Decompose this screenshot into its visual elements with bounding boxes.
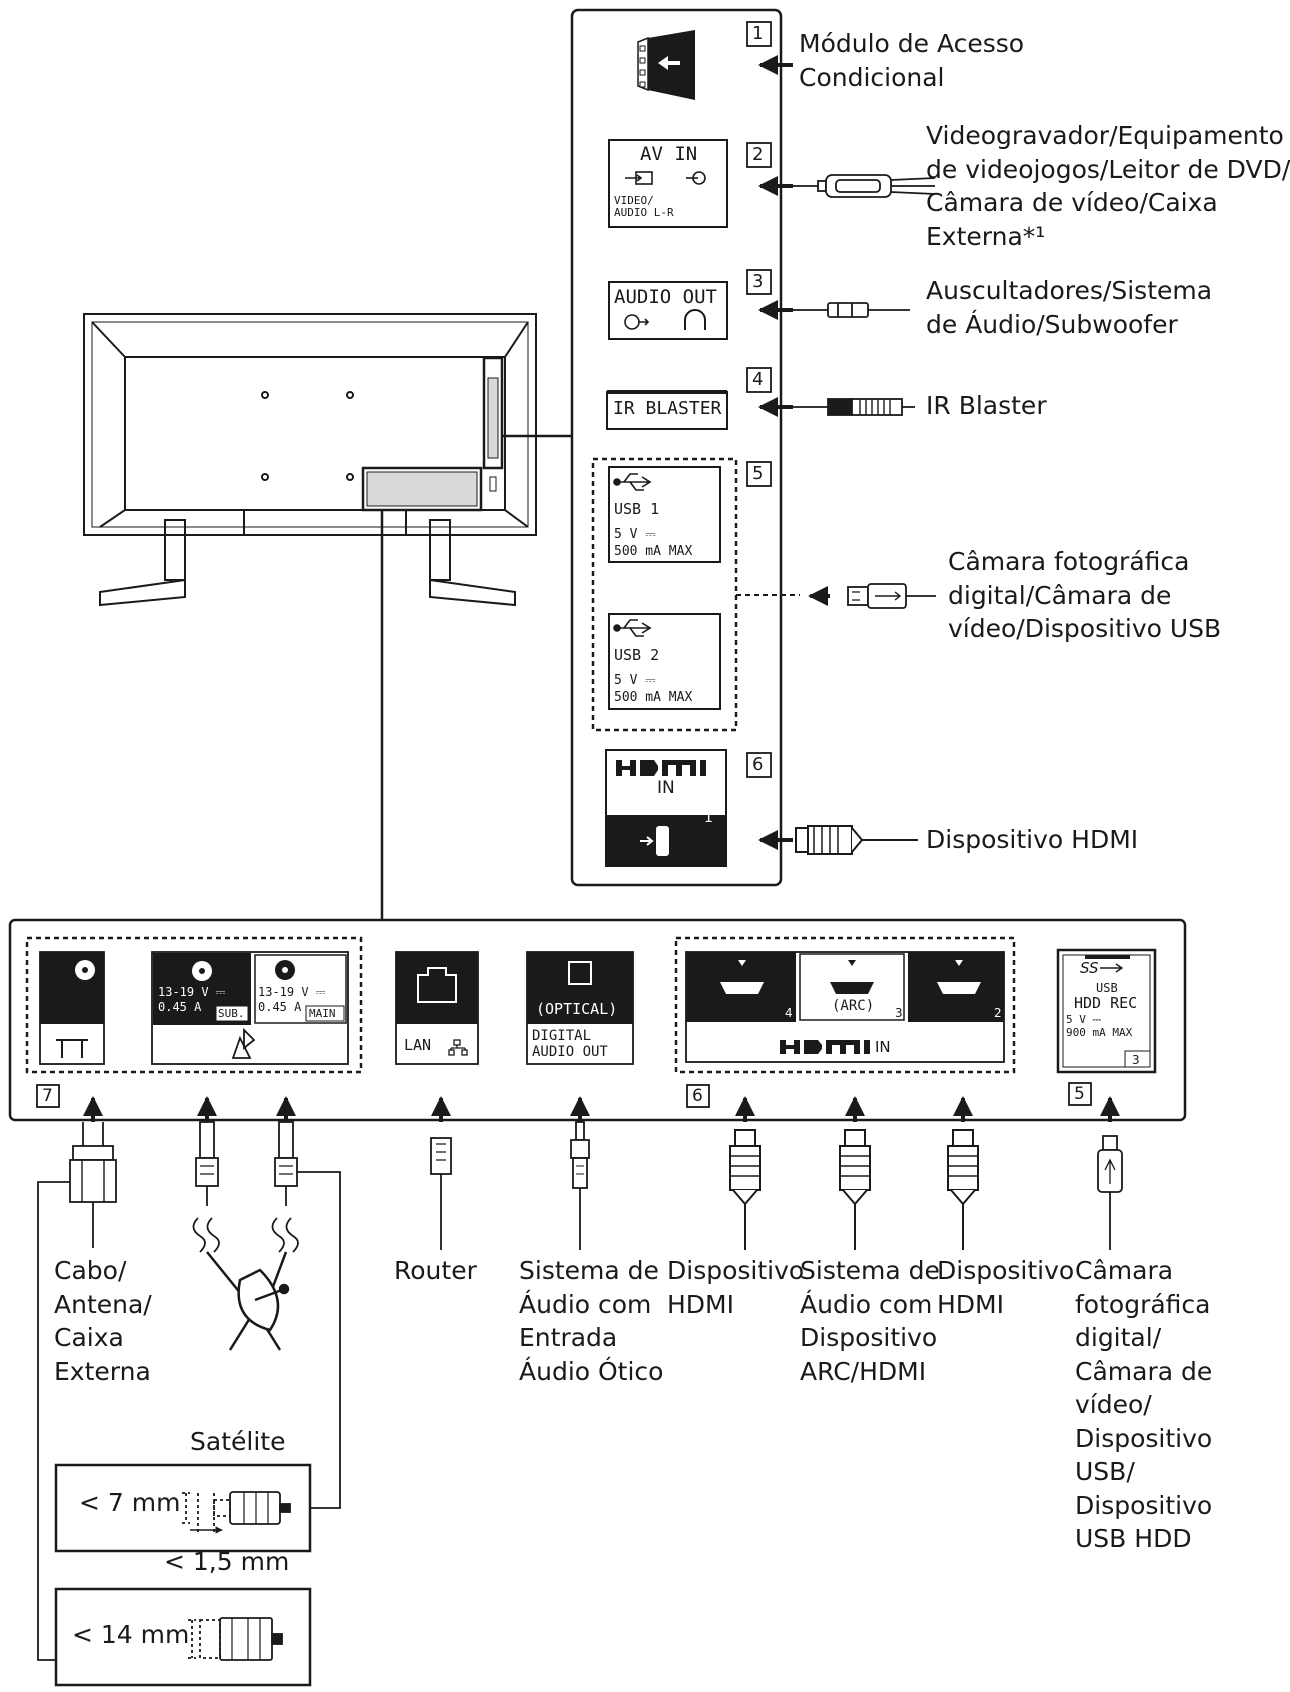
tv-rear-view <box>83 313 537 607</box>
arc-label: (ARC) <box>832 998 875 1014</box>
side-panel <box>570 8 783 887</box>
rj45-plug-icon <box>430 1137 452 1250</box>
hdmi-plug-icon <box>795 825 918 855</box>
bottom-panel <box>8 918 1187 1122</box>
number-1: 1 <box>752 23 764 44</box>
sat-sub-rating: 13-19 V ⎓ 0.45 A <box>158 985 226 1014</box>
f-connector-icon <box>192 1121 341 1509</box>
usb3-ss-label: SS <box>1080 959 1099 977</box>
minijack-ir-icon <box>793 398 915 416</box>
usb2-rating: 5 V ⎓ 500 mA MAX <box>614 673 693 705</box>
hdmi-port-3: 3 <box>895 1006 903 1020</box>
leader-lines <box>380 434 572 920</box>
digital-audio-out-label: DIGITAL AUDIO OUT <box>532 1028 608 1060</box>
coax-plug-icon <box>37 1122 117 1661</box>
hdmi-device-4-label: Dispositivo HDMI <box>667 1256 805 1319</box>
number-5-bottom: 5 <box>1074 1084 1085 1104</box>
hdmi-device-2-label: Dispositivo HDMI <box>937 1256 1075 1319</box>
hdmi-device-label: Dispositivo HDMI <box>926 825 1139 854</box>
av-in-label: AV IN <box>640 143 698 165</box>
number-2: 2 <box>752 144 764 165</box>
hdmi-plugs-icon <box>729 1129 979 1250</box>
number-4: 4 <box>752 369 764 390</box>
usb-plug-icon <box>847 583 936 609</box>
headphone-icon <box>624 309 706 330</box>
antenna-terminal-icon <box>39 951 105 1065</box>
router-label: Router <box>394 1256 477 1285</box>
usb-icon <box>613 473 652 637</box>
cam-module-label: Módulo de Acesso Condicional <box>799 29 1025 92</box>
optical-label: (OPTICAL) <box>536 1000 618 1018</box>
usb3-rating: 5 V ⎓ 900 mA MAX <box>1066 1013 1133 1039</box>
number-6-bottom: 6 <box>692 1086 703 1106</box>
hdmi-side-port-number: 1 <box>704 810 713 826</box>
dimension-7mm: < 7 mm <box>79 1488 181 1517</box>
usb1-label: USB 1 <box>614 500 660 518</box>
lan-icon <box>448 1039 468 1056</box>
hdmi-in-bottom-label: IN <box>875 1038 891 1056</box>
number-6: 6 <box>752 754 764 775</box>
number-5: 5 <box>752 463 764 484</box>
ir-blaster-label: IR Blaster <box>926 391 1047 420</box>
sat-main-label: MAIN <box>309 1007 336 1020</box>
sat-sub-label: SUB. <box>218 1007 245 1020</box>
optical-plug-icon <box>570 1121 590 1250</box>
hdmi-port-2: 2 <box>994 1006 1002 1020</box>
antenna-label: Cabo/ Antena/ Caixa Externa <box>54 1256 152 1386</box>
audio-out-label: AUDIO OUT <box>614 286 717 308</box>
hdd-rec-label: HDD REC <box>1074 994 1138 1012</box>
lan-label: LAN <box>404 1036 432 1054</box>
hdmi-in-label: IN <box>657 778 675 798</box>
satellite-label: Satélite <box>190 1427 286 1456</box>
hdmi-logo <box>616 760 706 776</box>
optical-device-label: Sistema de Áudio com Entrada Áudio Ótico <box>519 1256 664 1386</box>
hdmi-logo-bottom <box>780 1040 870 1054</box>
dimension-14mm: < 14 mm <box>72 1620 190 1649</box>
composite-jack-icon <box>625 171 706 185</box>
dimension-1-5mm: < 1,5 mm <box>164 1547 290 1576</box>
hdmi-port-4: 4 <box>785 1006 793 1020</box>
arc-device-label: Sistema de Áudio com Dispositivo ARC/HDM… <box>800 1256 940 1386</box>
minijack-icon <box>793 302 910 318</box>
satellite-dish-big-icon <box>206 1251 290 1351</box>
usb3-logo <box>1100 963 1124 973</box>
usb3-usb-label: USB <box>1096 981 1118 995</box>
usb-devices-label: Câmara fotográfica digital/Câmara de víd… <box>948 547 1222 643</box>
sat-main-rating: 13-19 V ⎓ 0.45 A <box>258 985 326 1014</box>
usb3-port-number: 3 <box>1132 1053 1140 1067</box>
dimension-box-coax <box>54 1587 312 1687</box>
audio-devices-label: Auscultadores/Sistema de Áudio/Subwoofer <box>926 276 1213 339</box>
number-7: 7 <box>42 1086 53 1106</box>
number-3: 3 <box>752 271 764 292</box>
usb2-label: USB 2 <box>614 646 660 664</box>
cam-slot-icon <box>637 30 695 100</box>
av-in-sublabel: VIDEO/ AUDIO L-R <box>614 194 674 219</box>
usb-storage-label: Câmara fotográfica digital/ Câmara de ví… <box>1075 1256 1213 1553</box>
ir-blaster-port-label: IR BLASTER <box>613 398 722 419</box>
usb1-rating: 5 V ⎓ 500 mA MAX <box>614 527 693 559</box>
av-devices-label: Videogravador/Equipamento de videojogos/… <box>926 121 1290 251</box>
composite-plug-icon <box>793 174 936 198</box>
usb-a-plug-icon <box>1097 1135 1123 1250</box>
satellite-dish-icon <box>231 1027 256 1059</box>
